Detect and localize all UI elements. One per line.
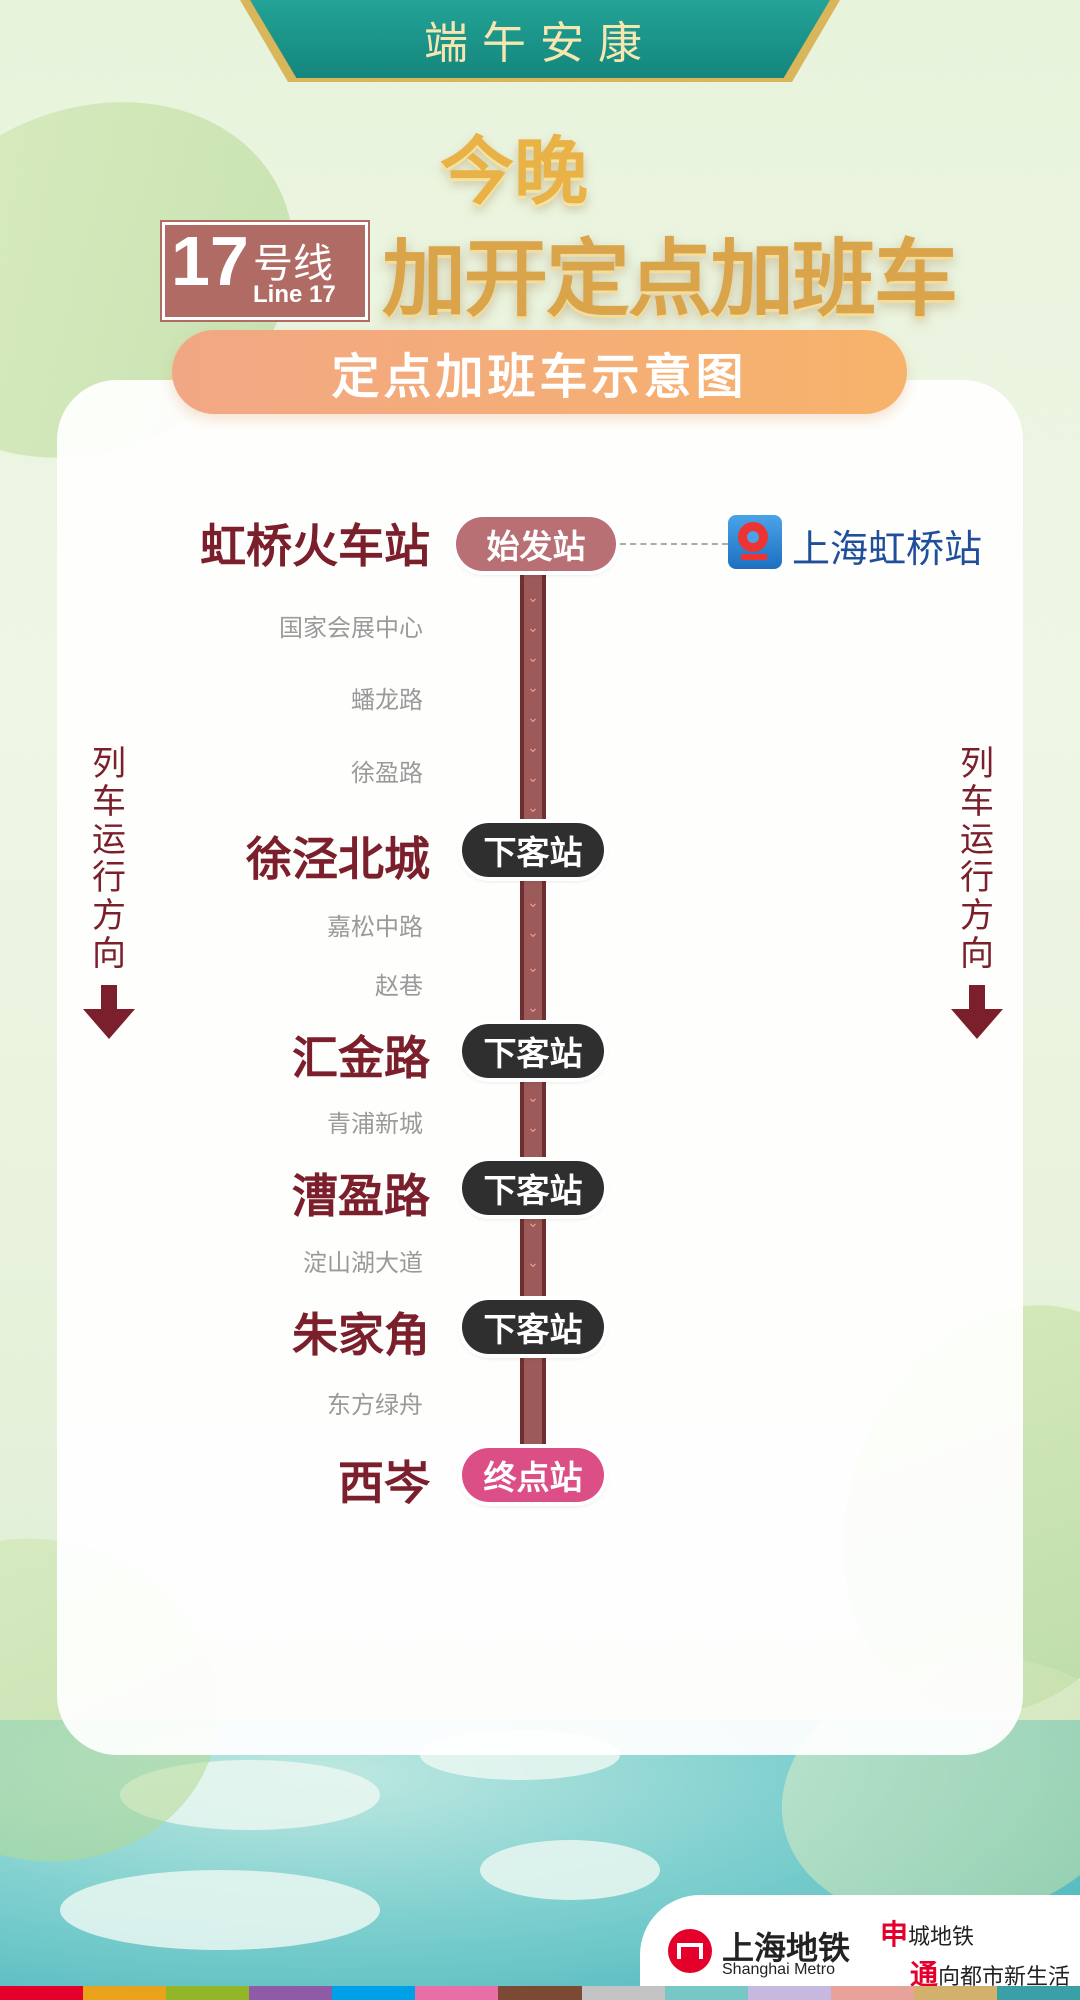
start-badge: 始发站: [456, 517, 616, 571]
chevron-down-icon: ⌄: [527, 925, 539, 941]
line-color-stripe: [332, 1986, 416, 2000]
direction-label-right: 列车运 行方向: [960, 744, 994, 974]
chevron-down-icon: ⌄: [527, 650, 539, 666]
line-number: 17: [171, 222, 249, 300]
chevron-down-icon: ⌄: [527, 590, 539, 606]
station-major: 徐泾北城: [246, 832, 430, 886]
subtitle-text: 定点加班车示意图: [331, 349, 748, 405]
brand-name-en: Shanghai Metro: [722, 1961, 835, 1978]
station-minor: 淀山湖大道: [303, 1249, 423, 1277]
chevron-down-icon: ⌄: [527, 1215, 539, 1231]
line-color-stripe: [913, 1986, 997, 2000]
line-color-stripes: [0, 1986, 1080, 2000]
line-suffix: 号线: [253, 241, 333, 287]
transfer-station-label: 上海虹桥站: [792, 527, 983, 571]
footer-brand-area: [640, 1895, 1080, 1990]
line-color-stripe: [664, 1986, 748, 2000]
railway-icon: [728, 515, 782, 569]
line-badge: 17 号线 Line 17: [160, 220, 370, 322]
line-color-stripe: [747, 1986, 831, 2000]
headline-tonight: 今晚: [440, 129, 588, 215]
line-color-stripe: [83, 1986, 167, 2000]
drop-off-badge: 下客站: [462, 1300, 604, 1354]
chevron-down-icon: ⌄: [527, 895, 539, 911]
chevron-down-icon: ⌄: [527, 770, 539, 786]
station-major: 西岑: [338, 1456, 430, 1510]
drop-off-badge: 下客站: [462, 823, 604, 877]
chevron-down-icon: ⌄: [527, 1000, 539, 1016]
chevron-down-icon: ⌄: [527, 710, 539, 726]
chevron-down-icon: ⌄: [527, 680, 539, 696]
chevron-down-icon: ⌄: [527, 740, 539, 756]
chevron-down-icon: ⌄: [527, 800, 539, 816]
subtitle-bar: 定点加班车示意图: [172, 330, 907, 414]
station-minor: 青浦新城: [327, 1110, 423, 1138]
line-color-stripe: [830, 1986, 914, 2000]
station-major: 虹桥火车站: [200, 519, 430, 573]
station-major: 汇金路: [292, 1031, 430, 1085]
transfer-dashed-line: [620, 543, 728, 545]
shanghai-metro-logo-icon: [668, 1929, 712, 1973]
chevron-down-icon: ⌄: [527, 960, 539, 976]
slogan-line-2: 通向都市新生活: [910, 1958, 1071, 1991]
drop-off-badge: 下客站: [462, 1161, 604, 1215]
station-major: 朱家角: [292, 1308, 430, 1362]
station-minor: 嘉松中路: [327, 913, 423, 941]
chevron-down-icon: ⌄: [527, 1255, 539, 1271]
line-color-stripe: [498, 1986, 582, 2000]
line-color-stripe: [581, 1986, 665, 2000]
line-color-stripe: [996, 1986, 1080, 2000]
chevron-down-icon: ⌄: [527, 1090, 539, 1106]
line-english: Line 17: [253, 281, 336, 308]
slogan-line-1: 申城地铁: [880, 1918, 975, 1951]
line-color-stripe: [0, 1986, 84, 2000]
station-minor: 东方绿舟: [327, 1391, 423, 1419]
banner-text: 端午安康: [424, 18, 656, 69]
station-minor: 赵巷: [375, 972, 423, 1000]
chevron-down-icon: ⌄: [527, 620, 539, 636]
line-color-stripe: [249, 1986, 333, 2000]
festival-banner: 端午安康: [250, 0, 830, 78]
drop-off-badge: 下客站: [462, 1024, 604, 1078]
terminal-badge: 终点站: [462, 1448, 604, 1502]
line-color-stripe: [415, 1986, 499, 2000]
brand-name-cn: 上海地铁: [722, 1929, 851, 1967]
footer: 上海地铁 Shanghai Metro 申城地铁 通向都市新生活: [0, 1895, 1080, 2000]
line-color-stripe: [166, 1986, 250, 2000]
station-major: 漕盈路: [292, 1169, 430, 1223]
station-minor: 蟠龙路: [351, 686, 423, 714]
chevron-down-icon: ⌄: [527, 1120, 539, 1136]
station-minor: 国家会展中心: [279, 614, 423, 642]
station-minor: 徐盈路: [351, 759, 423, 787]
headline-main: 加开定点加班车: [382, 230, 958, 328]
direction-label-left: 列车运 行方向: [92, 744, 126, 974]
